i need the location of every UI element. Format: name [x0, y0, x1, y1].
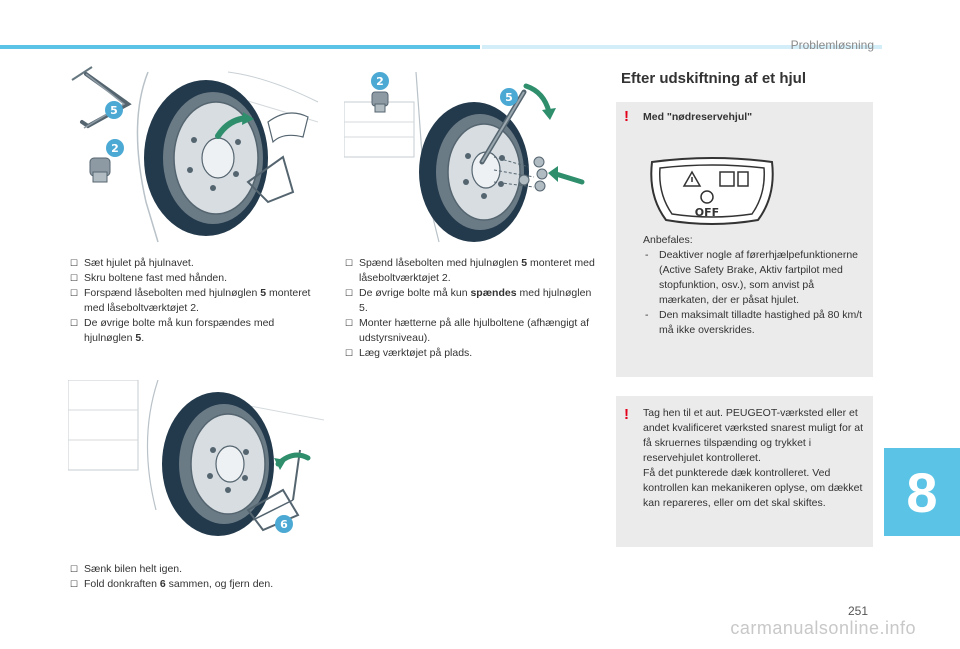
list-item: Den maksimalt tilladte hastighed på 80 k…: [643, 308, 867, 338]
step-item: Sænk bilen helt igen.: [70, 562, 320, 577]
step-item: Monter hætterne på alle hjulboltene (afh…: [345, 316, 600, 346]
page-number: 251: [847, 604, 868, 618]
steps-list-3: Sænk bilen helt igen. Fold donkraften 6 …: [70, 562, 320, 592]
watermark: carmanualsonline.info: [730, 618, 916, 638]
illustration-tighten-by-hand: 5 2: [71, 66, 319, 243]
list-item: Deaktiver nogle af førerhjælpefunktioner…: [643, 248, 867, 308]
step-item: Spænd låsebolten med hjulnøglen 5 monter…: [345, 256, 600, 286]
callout-5: 5: [110, 104, 118, 117]
box-title: Med "nødreservehjul": [643, 111, 753, 123]
step-item: De øvrige bolte må kun spændes med hjuln…: [345, 286, 600, 316]
step-item: Forspænd låsebolten med hjulnøglen 5 mon…: [70, 286, 316, 316]
label-off-text: OFF: [695, 206, 719, 219]
callout-2: 2: [376, 75, 384, 88]
header-bar: [0, 45, 480, 49]
info-box-spare-wheel: ! Med "nødreservehjul" OFF Anbefales: De…: [616, 102, 873, 377]
section-heading: Efter udskiftning af et hjul: [621, 70, 807, 87]
illustration-lower-jack: 6: [68, 380, 324, 536]
step-item: Sæt hjulet på hjulnavet.: [70, 256, 316, 271]
spare-wheel-label-image: OFF: [650, 157, 774, 225]
steps-list-2: Spænd låsebolten med hjulnøglen 5 monter…: [345, 256, 600, 361]
box-intro: Anbefales:: [643, 234, 693, 246]
step-item: Skru boltene fast med hånden.: [70, 271, 316, 286]
recommendation-list: Deaktiver nogle af førerhjælpefunktioner…: [643, 248, 867, 338]
step-item: De øvrige bolte må kun forspændes med hj…: [70, 316, 316, 346]
chapter-tab: 8: [884, 448, 960, 536]
warning-icon: !: [624, 406, 629, 423]
inspection-paragraph: Få det punkterede dæk kontrolleret. Ved …: [643, 467, 863, 509]
steps-list-1: Sæt hjulet på hjulnavet. Skru boltene fa…: [70, 256, 316, 346]
warning-icon: !: [624, 108, 629, 125]
step-item: Læg værktøjet på plads.: [345, 346, 600, 361]
step-item: Fold donkraften 6 sammen, og fjern den.: [70, 577, 320, 592]
callout-6: 6: [280, 518, 288, 531]
illustration-tighten-wrench: 2 5: [344, 71, 585, 243]
header-bar-light: [482, 45, 882, 49]
callout-2: 2: [111, 142, 119, 155]
info-box-workshop: ! Tag hen til et aut. PEUGEOT-værksted e…: [616, 396, 873, 547]
section-title: Problemløsning: [790, 38, 874, 52]
callout-5: 5: [505, 91, 513, 104]
workshop-paragraph: Tag hen til et aut. PEUGEOT-værksted ell…: [643, 407, 864, 464]
